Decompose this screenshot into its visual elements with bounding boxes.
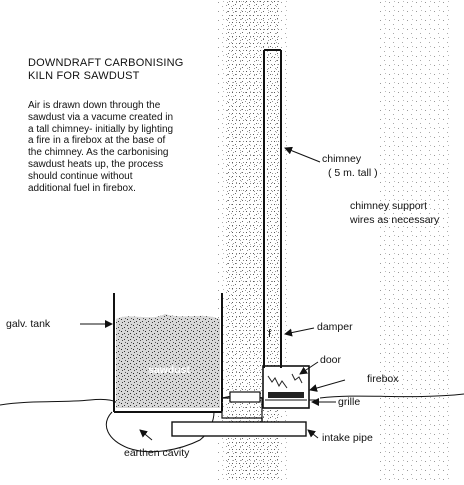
diagram-title: DOWNDRAFT CARBONISING KILN FOR SAWDUST [28, 57, 184, 82]
intake-pipe-arrow [307, 429, 319, 439]
firebox [262, 365, 318, 409]
title-line-1: DOWNDRAFT CARBONISING [28, 57, 184, 69]
description-line: additional fuel in firebox. [28, 182, 136, 194]
firebox-arrow [309, 379, 346, 392]
base-platform [221, 391, 263, 419]
grille-label: grille [338, 396, 361, 408]
description-line: Air is drawn down through the [28, 100, 161, 111]
damper-label: damper [317, 321, 353, 333]
intake-pipe-label: intake pipe [322, 432, 373, 444]
description-line: should continue without [28, 170, 133, 182]
intake-pipe [171, 418, 307, 437]
support-label-1: chimney support [350, 200, 428, 212]
background-stipple [215, 0, 450, 480]
galv-tank-label: galv. tank [6, 318, 51, 330]
chimney [263, 49, 282, 368]
description-line: sawdust via a vacume created in [28, 111, 174, 123]
label-arrows [80, 146, 346, 441]
damper-mark: f [268, 328, 272, 340]
chimney-arrow [284, 146, 321, 163]
door-label: door [320, 354, 342, 366]
description-line: sawdust heats up, the process [28, 158, 164, 170]
support-label-2: wires as necessary [350, 214, 440, 226]
description-line: a tall chimney- initially by lighting [28, 123, 174, 135]
firebox-label: firebox [367, 373, 399, 385]
description-line: the chimney. As the carbonising [28, 147, 169, 159]
door-arrow [299, 361, 319, 375]
title-line-2: KILN FOR SAWDUST [28, 69, 140, 82]
description-text: Air is drawn down through the sawdust vi… [28, 100, 228, 194]
damper-arrow [284, 327, 315, 337]
sawdust-label: sawdust [148, 364, 191, 376]
galv-tank [113, 293, 223, 413]
chimney-label: chimney [322, 153, 362, 165]
description-line: a fire in a firebox at the base of [28, 135, 166, 147]
earthen-cavity-arrow [139, 429, 153, 441]
earthen-cavity-label: earthen cavity [124, 447, 190, 459]
chimney-height-label: ( 5 m. tall ) [328, 167, 378, 179]
